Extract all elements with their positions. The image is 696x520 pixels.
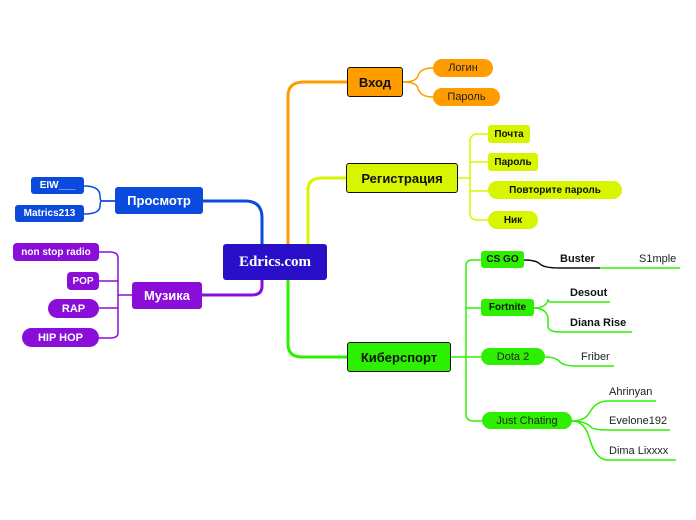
subtopic-rap[interactable]: RAP xyxy=(48,299,99,318)
game-csgo[interactable]: CS GO xyxy=(481,251,524,268)
player-friber[interactable]: Friber xyxy=(581,351,610,363)
player-diana-rise[interactable]: Diana Rise xyxy=(570,317,627,329)
subtopic-password[interactable]: Пароль xyxy=(433,88,500,106)
central-topic[interactable]: Edrics.com xyxy=(223,244,327,280)
player-s1mple[interactable]: S1mple xyxy=(639,253,677,265)
topic-registration[interactable]: Регистрация xyxy=(346,163,458,193)
subtopic-login[interactable]: Логин xyxy=(433,59,493,77)
topic-esports[interactable]: Киберспорт xyxy=(347,342,451,372)
subtopic-repeat-password[interactable]: Повторите пароль xyxy=(488,181,622,199)
topic-browse[interactable]: Просмотр xyxy=(115,187,203,214)
player-dima-lixxxx[interactable]: Dima Lixxxx xyxy=(609,445,669,457)
game-just-chating[interactable]: Just Chating xyxy=(482,412,572,429)
subtopic-hip-hop[interactable]: HIP HOP xyxy=(22,328,99,347)
player-ahrinyan[interactable]: Ahrinyan xyxy=(609,386,653,398)
subtopic-pop[interactable]: POP xyxy=(67,272,99,290)
subtopic-eiw[interactable]: EIW___ xyxy=(31,177,84,194)
topic-music[interactable]: Музика xyxy=(132,282,202,309)
player-evelone192[interactable]: Evelone192 xyxy=(609,415,668,427)
subtopic-non-stop-radio[interactable]: non stop radio xyxy=(13,243,99,261)
game-fortnite[interactable]: Fortnite xyxy=(481,299,534,316)
subtopic-matrics213[interactable]: Matrics213 xyxy=(15,205,84,222)
player-buster[interactable]: Buster xyxy=(560,253,595,265)
topic-vhod[interactable]: Вход xyxy=(347,67,403,97)
player-desout[interactable]: Desout xyxy=(570,287,608,299)
subtopic-reg-password[interactable]: Пароль xyxy=(488,153,538,171)
game-dota2[interactable]: Dota 2 xyxy=(481,348,545,365)
subtopic-nick[interactable]: Ник xyxy=(488,211,538,229)
subtopic-email[interactable]: Почта xyxy=(488,125,530,143)
